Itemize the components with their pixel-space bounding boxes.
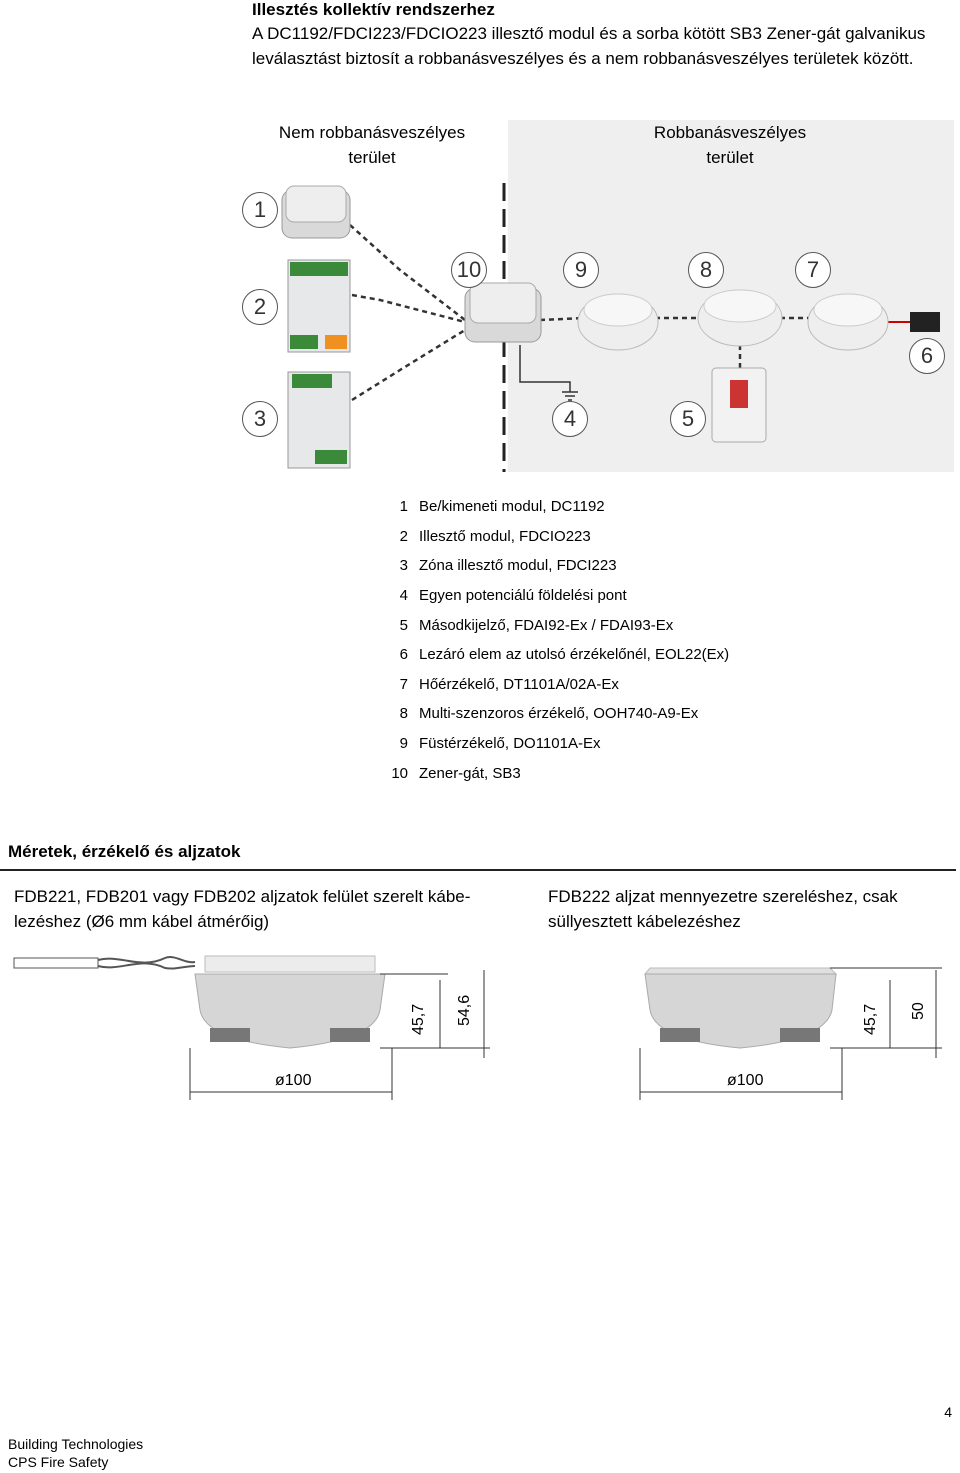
remote-indicator-shape [711,367,767,443]
section-title-connection: Illesztés kollektív rendszerhez [252,0,495,19]
section-divider [0,869,956,871]
dimension-drawings [13,955,942,1100]
callout-5: 5 [670,401,706,437]
callout-1: 1 [242,192,278,228]
left-dim-diameter: ø100 [275,1072,312,1089]
footer: Building Technologies CPS Fire Safety [8,1436,144,1470]
base-ceiling-text: FDB222 aljzat mennyezetre szereléshez, c… [548,887,898,931]
right-detector-shape [643,967,838,1049]
callout-6: 6 [909,338,945,374]
base-surface-text: FDB221, FDB201 vagy FDB202 aljzatok felü… [14,887,471,931]
ground-wire [519,345,571,392]
left-dimension-lines [189,970,490,1100]
zone-module-shape [287,371,351,469]
ground-symbol [562,391,578,401]
callout-3: 3 [242,401,278,437]
heat-detector-shape [807,293,889,351]
intro-paragraph: A DC1192/FDCI223/FDCIO223 illesztő modul… [252,24,926,68]
callout-7: 7 [795,252,831,288]
left-dim-height2: 54,6 [456,994,473,1026]
connection-diagram [281,183,940,472]
right-dim-height1: 45,7 [862,1003,879,1035]
right-dimension-lines [639,967,942,1100]
cable-shape [13,956,196,970]
smoke-detector-shape [577,293,659,351]
callout-8: 8 [688,252,724,288]
section-title-dimensions: Méretek, érzékelő és aljzatok [8,842,241,861]
callout-2: 2 [242,289,278,325]
page-number: 4 [944,1404,952,1420]
eol-element-shape [910,312,940,332]
right-dim-height2: 50 [910,1002,927,1020]
zener-barrier-shape [464,282,542,343]
callout-4: 4 [552,401,588,437]
callout-9: 9 [563,252,599,288]
right-dim-diameter: ø100 [727,1072,764,1089]
multisensor-detector-shape [697,289,783,347]
interface-module-shape [287,259,351,353]
left-detector-shape [194,955,386,1049]
callout-10: 10 [451,252,487,288]
io-module-box-shape [281,185,351,239]
left-dim-height1: 45,7 [410,1003,427,1035]
